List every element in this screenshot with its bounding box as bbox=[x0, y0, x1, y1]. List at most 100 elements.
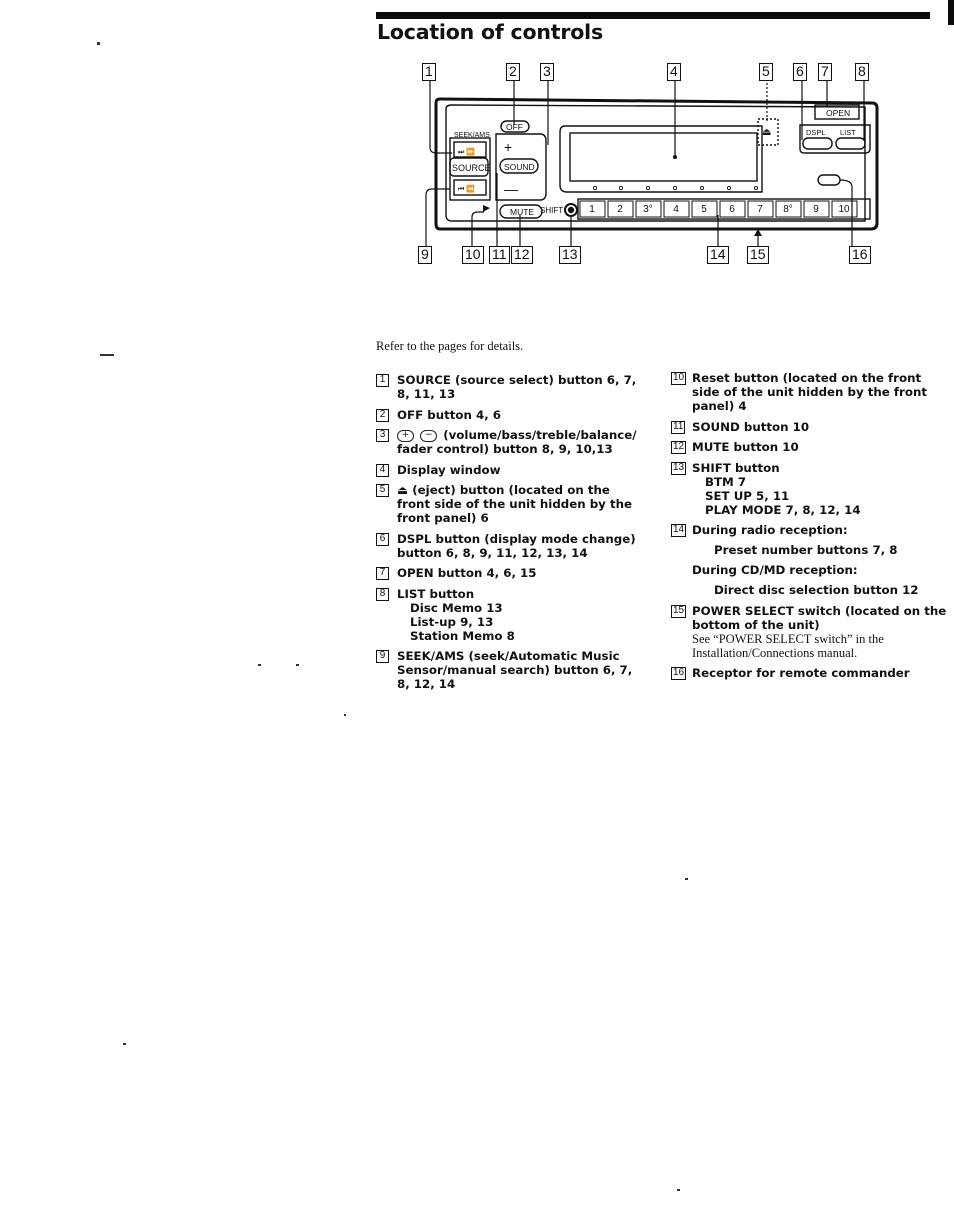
scan-speck bbox=[344, 714, 346, 716]
svg-text:4: 4 bbox=[673, 204, 679, 215]
intro-text: Refer to the pages for details. bbox=[376, 339, 524, 353]
svg-text:8°: 8° bbox=[783, 204, 793, 215]
svg-text:DSPL: DSPL bbox=[806, 128, 826, 137]
item-number: 8 bbox=[376, 587, 389, 601]
svg-text:LIST: LIST bbox=[840, 128, 856, 137]
item-number: 3 bbox=[376, 429, 389, 442]
svg-text:⏏: ⏏ bbox=[762, 127, 771, 138]
list-item-3: 3 + − (volume/bass/treble/balance/ fader… bbox=[376, 428, 646, 456]
sub-item: Station Memo 8 bbox=[410, 628, 515, 643]
scan-speck bbox=[123, 1043, 126, 1045]
list-item-1: 1 SOURCE (source select) button 6, 7, 8,… bbox=[376, 373, 646, 401]
svg-text:OPEN: OPEN bbox=[826, 108, 850, 118]
list-item-16: 16 Receptor for remote commander bbox=[671, 666, 951, 680]
item-text: POWER SELECT switch (located on the bott… bbox=[692, 603, 947, 632]
item-number: 4 bbox=[376, 463, 389, 477]
scan-speck bbox=[685, 878, 688, 880]
item-text: ⏏ (eject) button (located on the front s… bbox=[397, 483, 633, 525]
item-text: LIST button bbox=[397, 586, 475, 601]
callout-7: 7 bbox=[818, 63, 832, 81]
callout-12: 12 bbox=[511, 246, 533, 264]
svg-text:OFF: OFF bbox=[506, 122, 523, 132]
plus-button-icon: + bbox=[397, 429, 414, 442]
callout-1: 1 bbox=[422, 63, 436, 81]
svg-text:2: 2 bbox=[617, 204, 623, 215]
item-text-b: During CD/MD reception: bbox=[692, 563, 858, 577]
svg-text:SOURCE: SOURCE bbox=[452, 163, 491, 173]
item-text: MUTE button 10 bbox=[692, 440, 799, 454]
item-text: SOURCE (source select) button 6, 7, 8, 1… bbox=[397, 373, 637, 401]
list-item-7: 7 OPEN button 4, 6, 15 bbox=[376, 566, 646, 580]
item-number: 9 bbox=[376, 650, 389, 663]
callout-2: 2 bbox=[506, 63, 520, 81]
callout-6: 6 bbox=[793, 63, 807, 81]
item-note: See “POWER SELECT switch” in the Install… bbox=[692, 631, 884, 660]
callout-5: 5 bbox=[759, 63, 773, 81]
item-text: Reset button (located on the front side … bbox=[692, 371, 928, 413]
callout-11: 11 bbox=[489, 246, 510, 264]
item-text: Display window bbox=[397, 462, 501, 477]
list-item-6: 6 DSPL button (display mode change) butt… bbox=[376, 532, 646, 560]
sub-item: BTM 7 bbox=[705, 474, 747, 489]
item-number: 2 bbox=[376, 408, 389, 422]
svg-text:7: 7 bbox=[757, 204, 763, 215]
list-item-13: 13 SHIFT button BTM 7 SET UP 5, 11 PLAY … bbox=[671, 461, 951, 517]
svg-text:—: — bbox=[504, 181, 518, 197]
callout-15: 15 bbox=[747, 246, 769, 264]
svg-text:3°: 3° bbox=[643, 204, 653, 215]
item-number: 12 bbox=[671, 441, 687, 454]
callout-9: 9 bbox=[418, 246, 432, 264]
minus-button-icon: − bbox=[420, 429, 438, 442]
list-item-2: 2 OFF button 4, 6 bbox=[376, 408, 646, 422]
svg-text:SOUND: SOUND bbox=[504, 162, 535, 172]
item-number: 14 bbox=[671, 524, 687, 537]
svg-text:10: 10 bbox=[838, 204, 850, 215]
list-item-11: 11 SOUND button 10 bbox=[671, 420, 951, 434]
svg-text:+: + bbox=[504, 139, 512, 155]
svg-text:1: 1 bbox=[589, 204, 595, 215]
item-number: 13 bbox=[671, 461, 687, 475]
item-number: 10 bbox=[671, 372, 687, 385]
scan-speck bbox=[677, 1189, 680, 1191]
item-number: 5 bbox=[376, 484, 389, 497]
item-number: 6 bbox=[376, 532, 389, 546]
item-number: 16 bbox=[671, 667, 687, 680]
callout-8: 8 bbox=[855, 63, 869, 81]
sub-item: Preset number buttons 7, 8 bbox=[714, 543, 898, 557]
sub-item: SET UP 5, 11 bbox=[705, 488, 790, 503]
page-title: Location of controls bbox=[377, 20, 603, 44]
svg-text:9: 9 bbox=[813, 204, 819, 215]
item-number: 7 bbox=[376, 567, 389, 580]
item-text: During radio reception: bbox=[692, 523, 848, 537]
callout-4: 4 bbox=[667, 63, 681, 81]
header-rule bbox=[376, 12, 930, 19]
svg-text:⏭ ⏩: ⏭ ⏩ bbox=[458, 147, 475, 156]
controls-list-right: 10 Reset button (located on the front si… bbox=[671, 371, 951, 687]
item-number: 15 bbox=[671, 604, 687, 618]
list-item-15: 15 POWER SELECT switch (located on the b… bbox=[671, 604, 951, 660]
scan-speck bbox=[258, 664, 261, 666]
svg-text:5: 5 bbox=[701, 204, 707, 215]
item-number: 11 bbox=[671, 420, 686, 434]
callout-13: 13 bbox=[559, 246, 581, 264]
item-text: (volume/bass/treble/balance/ fader contr… bbox=[397, 428, 637, 456]
list-item-14: 14 During radio reception: Preset number… bbox=[671, 523, 951, 597]
scan-speck bbox=[296, 664, 299, 666]
list-item-9: 9 SEEK/AMS (seek/Automatic Music Sensor/… bbox=[376, 649, 646, 691]
item-number: 1 bbox=[376, 374, 389, 387]
list-item-5: 5 ⏏ (eject) button (located on the front… bbox=[376, 483, 646, 525]
callout-10: 10 bbox=[462, 246, 484, 264]
callout-14: 14 bbox=[707, 246, 729, 264]
item-text: SHIFT button bbox=[692, 460, 780, 475]
svg-text:MUTE: MUTE bbox=[510, 207, 534, 217]
list-item-10: 10 Reset button (located on the front si… bbox=[671, 371, 951, 413]
sub-item: Disc Memo 13 bbox=[410, 600, 503, 615]
sub-item: PLAY MODE 7, 8, 12, 14 bbox=[705, 502, 861, 517]
sub-item: Direct disc selection button 12 bbox=[714, 583, 919, 597]
scan-speck bbox=[97, 42, 100, 45]
svg-text:SEEK/AMS: SEEK/AMS bbox=[454, 132, 490, 139]
callout-16: 16 bbox=[849, 246, 871, 264]
controls-list-left: 1 SOURCE (source select) button 6, 7, 8,… bbox=[376, 373, 646, 698]
